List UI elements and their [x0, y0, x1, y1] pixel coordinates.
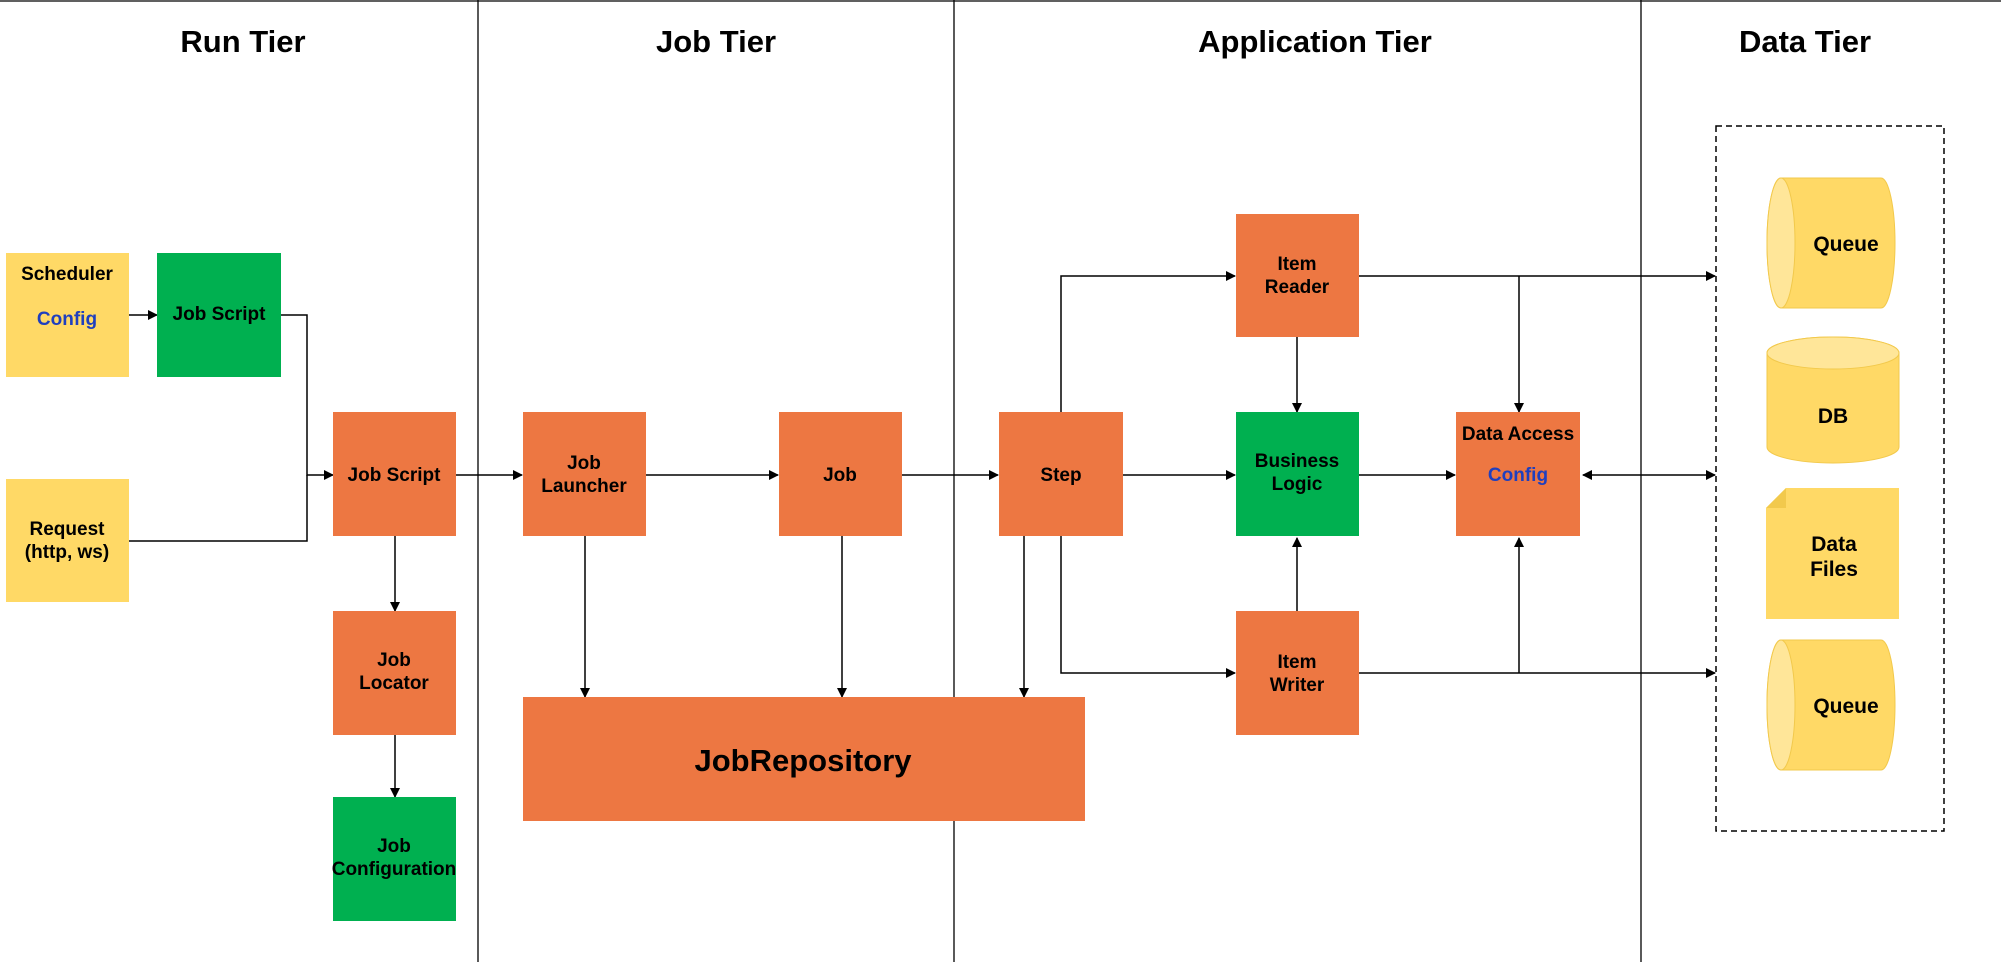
request-box[interactable]: Request (http, ws) — [6, 479, 129, 602]
item-writer-box[interactable]: Item Writer — [1236, 611, 1359, 735]
db-top-icon — [1766, 336, 1900, 370]
scheduler-box[interactable]: Scheduler Config — [6, 253, 129, 377]
item-reader-label-line1: Item — [1277, 254, 1316, 275]
job-box[interactable]: Job — [779, 412, 902, 536]
job-configuration-label-line2: Configuration — [332, 859, 457, 880]
job-locator-box[interactable]: Job Locator — [333, 611, 456, 735]
tier-title-job: Job Tier — [656, 24, 776, 59]
queue-bottom[interactable]: Queue — [1766, 639, 1896, 771]
step-box[interactable]: Step — [999, 412, 1123, 536]
item-writer-label-line1: Item — [1277, 652, 1316, 673]
request-label-line2: (http, ws) — [25, 542, 109, 563]
job-configuration-box[interactable]: Job Configuration — [332, 797, 457, 921]
scheduler-label: Scheduler — [21, 264, 113, 285]
request-label-line1: Request — [30, 519, 106, 540]
db-cylinder[interactable]: DB — [1766, 336, 1900, 464]
item-reader-label-line2: Reader — [1265, 277, 1330, 298]
step-label: Step — [1040, 465, 1081, 486]
data-files-fold-icon — [1766, 488, 1786, 508]
data-tier-dashed-container — [1715, 125, 1945, 832]
job-locator-label-line2: Locator — [359, 673, 429, 694]
job-repository-box[interactable]: JobRepository — [523, 697, 1085, 821]
job-label: Job — [823, 465, 857, 486]
job-repository-label: JobRepository — [694, 743, 912, 778]
job-launcher-box[interactable]: Job Launcher — [523, 412, 646, 536]
db-label: DB — [1818, 405, 1848, 428]
job-script-green-box[interactable]: Job Script — [157, 253, 281, 377]
job-configuration-label-line1: Job — [377, 836, 411, 857]
queue-bottom-label: Queue — [1813, 695, 1878, 718]
tier-title-data: Data Tier — [1739, 24, 1871, 59]
data-access-box[interactable]: Data Access Config — [1456, 412, 1580, 536]
job-script-box[interactable]: Job Script — [333, 412, 456, 536]
arrow-step-to-reader — [1060, 271, 1236, 414]
queue-bottom-end-icon — [1766, 639, 1796, 771]
data-access-config-label: Config — [1488, 465, 1548, 486]
business-logic-label-line1: Business — [1255, 451, 1339, 472]
data-files-label-line2: Files — [1810, 558, 1858, 581]
job-launcher-label-line1: Job — [567, 453, 601, 474]
tier-title-application: Application Tier — [1198, 24, 1432, 59]
job-script-green-label: Job Script — [173, 304, 267, 325]
item-writer-label-line2: Writer — [1270, 675, 1325, 696]
business-logic-label-line2: Logic — [1272, 474, 1323, 495]
data-access-label: Data Access — [1462, 424, 1574, 445]
queue-top-end-icon — [1766, 177, 1796, 309]
tier-title-run: Run Tier — [180, 24, 305, 59]
job-launcher-label-line2: Launcher — [541, 476, 627, 497]
job-locator-label-line1: Job — [377, 650, 411, 671]
queue-top-label: Queue — [1813, 233, 1878, 256]
line-request-to-jobscript — [129, 475, 308, 542]
arrow-step-to-writer — [1060, 536, 1236, 678]
data-files-document[interactable]: Data Files — [1766, 488, 1899, 619]
job-script-label: Job Script — [348, 465, 442, 486]
data-files-label-line1: Data — [1811, 533, 1857, 556]
scheduler-config-label: Config — [37, 309, 97, 330]
business-logic-box[interactable]: Business Logic — [1236, 412, 1359, 536]
arrow-jobscript-green-to-jobscript — [281, 314, 334, 480]
queue-top[interactable]: Queue — [1766, 177, 1896, 309]
item-reader-box[interactable]: Item Reader — [1236, 214, 1359, 337]
connectors — [129, 271, 1716, 798]
